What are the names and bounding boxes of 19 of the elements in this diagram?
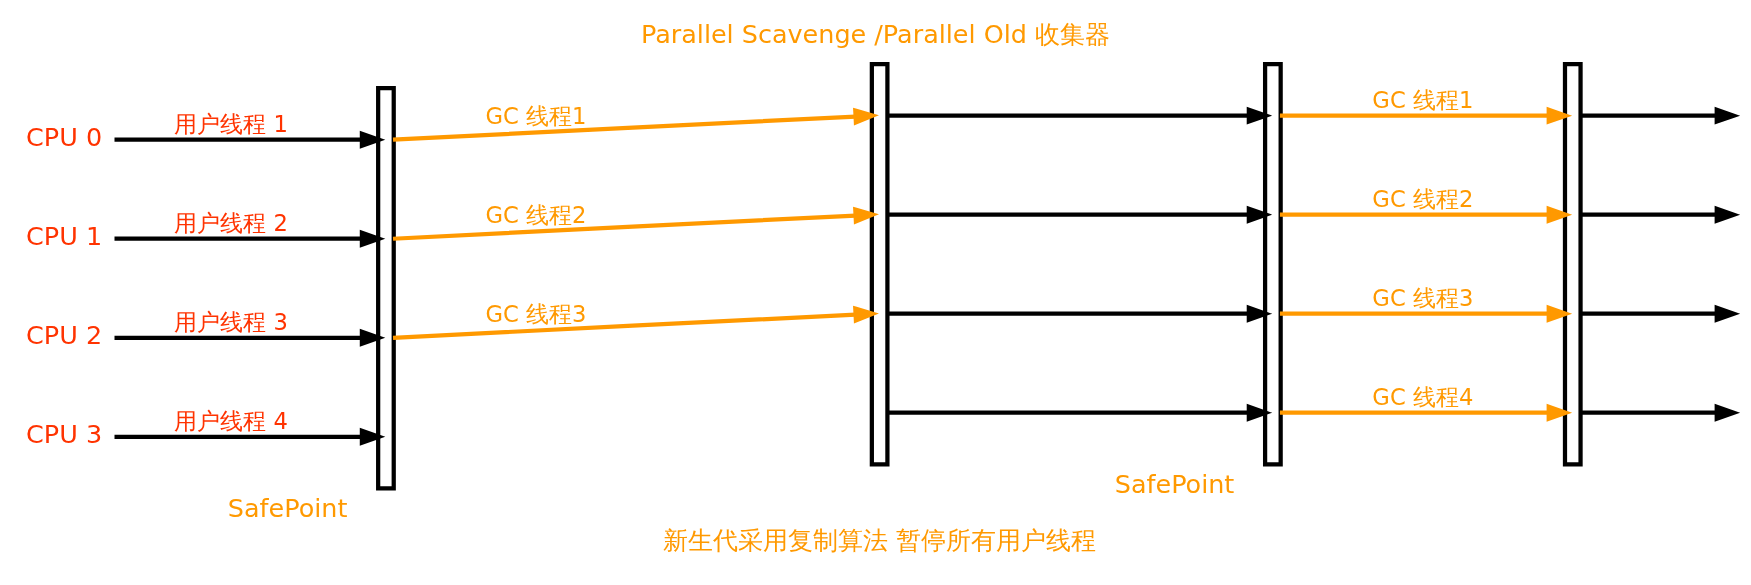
edge-label: GC 线程2	[485, 201, 587, 228]
edge-label: 用户线程 2	[174, 210, 288, 237]
node-text: CPU 1	[26, 220, 103, 251]
edge-label: GC 线程3	[1372, 285, 1474, 312]
node-label: SafePoint	[227, 492, 348, 523]
edge-label: GC 线程1	[1372, 87, 1474, 114]
edge-label: GC 线程2	[1372, 186, 1474, 213]
node-label: SafePoint	[1114, 468, 1235, 499]
edge-label: GC 线程1	[485, 102, 587, 129]
label: 新生代采用复制算法 暂停所有用户线程	[663, 525, 1097, 556]
edge-label: GC 线程4	[1372, 384, 1474, 411]
node-text: CPU 2	[26, 319, 103, 350]
edge-label: 用户线程 3	[174, 309, 288, 336]
edge-label: GC 线程3	[485, 300, 587, 327]
diagram-title: Parallel Scavenge /Parallel Old 收集器	[640, 18, 1111, 49]
edge-label: 用户线程 1	[174, 111, 288, 138]
edge-label: 用户线程 4	[174, 408, 288, 435]
node-text: CPU 3	[26, 419, 103, 450]
node-text: CPU 0	[26, 121, 103, 152]
